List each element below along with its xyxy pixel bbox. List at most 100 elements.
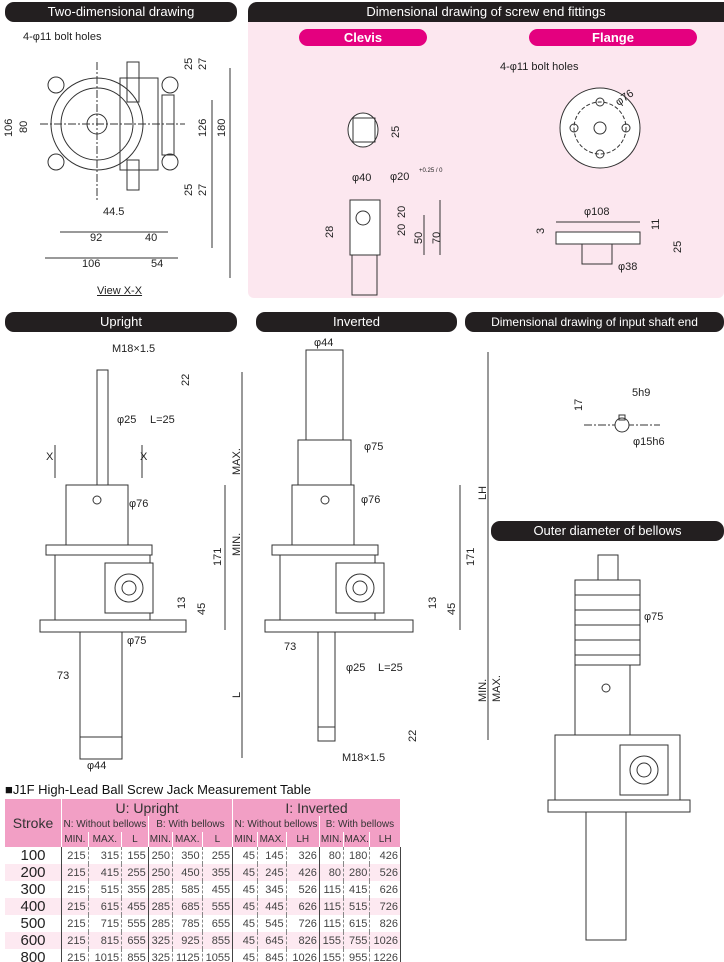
dim-label: 40 — [145, 232, 158, 244]
value-cell: 585 — [172, 881, 203, 898]
col-header: MAX. — [88, 832, 123, 847]
dim-label: MIN. — [231, 532, 243, 556]
stroke-cell: 600 — [5, 932, 62, 949]
col-header: MIN. — [148, 832, 173, 847]
value-cell: 515 — [343, 898, 371, 915]
value-cell: 215 — [61, 864, 89, 881]
dim-label: φ44 — [87, 760, 107, 772]
bellows-drawing — [547, 554, 691, 941]
value-cell: 455 — [202, 881, 234, 898]
value-cell: 1026 — [369, 932, 401, 949]
dim-label: 27 — [197, 57, 209, 70]
value-cell: 80 — [319, 864, 345, 881]
dim-label: 5h9 — [632, 387, 651, 399]
dim-label: 11 — [650, 218, 662, 230]
value-cell: 545 — [257, 915, 287, 932]
value-cell: 215 — [61, 932, 89, 949]
value-cell: 145 — [257, 847, 287, 864]
value-cell: 845 — [257, 949, 287, 962]
value-cell: 155 — [319, 949, 345, 962]
stroke-cell: 800 — [5, 949, 62, 962]
col-header: MIN. — [61, 832, 89, 847]
dim-label: 25 — [183, 57, 195, 70]
dim-label: 4-φ11 bolt holes — [23, 31, 102, 43]
value-cell: 180 — [343, 847, 371, 864]
dim-label: LH — [477, 485, 489, 500]
value-cell: 415 — [88, 864, 123, 881]
dim-label: φ75 — [364, 441, 384, 453]
dim-label: 171 — [465, 547, 477, 566]
dim-label: L=25 — [150, 414, 175, 426]
col-group: N: Without bellows — [232, 816, 320, 832]
value-cell: 215 — [61, 881, 89, 898]
dim-label: φ15h6 — [633, 436, 665, 448]
value-cell: 826 — [286, 932, 320, 949]
col-group: B: With bellows — [319, 816, 402, 832]
stroke-cell: 100 — [5, 847, 62, 864]
dim-label: φ76 — [361, 494, 381, 506]
dim-label: 73 — [284, 641, 297, 653]
value-cell: 255 — [121, 864, 149, 881]
dim-label: MAX. — [231, 448, 243, 475]
value-cell: 250 — [148, 847, 173, 864]
section-mark: X — [140, 451, 148, 463]
dim-label: L=25 — [378, 662, 403, 674]
value-cell: 450 — [172, 864, 203, 881]
col-group: B: With bellows — [148, 816, 234, 832]
value-cell: 1015 — [88, 949, 123, 962]
value-cell: 355 — [202, 864, 234, 881]
dim-label: 13 — [427, 596, 439, 609]
value-cell: 350 — [172, 847, 203, 864]
dim-label: φ20 — [390, 171, 410, 183]
value-cell: 1055 — [202, 949, 234, 962]
dim-label: M18×1.5 — [342, 752, 386, 764]
col-header: MAX. — [343, 832, 371, 847]
clevis-label: Clevis — [299, 29, 427, 46]
dim-label: 25 — [672, 240, 684, 253]
value-cell: 655 — [121, 932, 149, 949]
header-upright: Upright — [5, 312, 237, 332]
col-header: MAX. — [172, 832, 203, 847]
col-header: MIN. — [319, 832, 345, 847]
value-cell: 285 — [148, 881, 173, 898]
header-input-shaft: Dimensional drawing of input shaft end — [465, 312, 724, 332]
value-cell: 685 — [172, 898, 203, 915]
upright-drawing — [39, 369, 243, 760]
value-cell: 255 — [202, 847, 234, 864]
dim-label: 171 — [212, 547, 224, 566]
value-cell: 855 — [121, 949, 149, 962]
value-cell: 1026 — [286, 949, 320, 962]
value-cell: 555 — [202, 898, 234, 915]
value-cell: 955 — [343, 949, 371, 962]
value-cell: 326 — [286, 847, 320, 864]
value-cell: 345 — [257, 881, 287, 898]
value-cell: 315 — [88, 847, 123, 864]
table-title: ■J1F High-Lead Ball Screw Jack Measureme… — [5, 782, 312, 797]
value-cell: 325 — [148, 932, 173, 949]
dim-label: φ75 — [127, 635, 147, 647]
value-cell: 45 — [232, 864, 258, 881]
dim-label: φ75 — [644, 611, 664, 623]
dim-label: 22 — [180, 373, 192, 386]
value-cell: 726 — [286, 915, 320, 932]
value-cell: 45 — [232, 847, 258, 864]
value-cell: 155 — [319, 932, 345, 949]
value-cell: 245 — [257, 864, 287, 881]
col-upright: U: Upright — [61, 799, 234, 816]
dim-label: 80 — [18, 120, 30, 133]
dim-label: L — [231, 691, 243, 698]
value-cell: 215 — [61, 847, 89, 864]
stroke-cell: 500 — [5, 915, 62, 932]
col-header: L — [202, 832, 234, 847]
value-cell: 155 — [121, 847, 149, 864]
value-cell: 826 — [369, 915, 401, 932]
input-shaft-drawing — [584, 414, 660, 433]
inverted-drawing — [264, 349, 489, 742]
dim-label: 27 — [197, 183, 209, 196]
dim-label: φ108 — [584, 206, 610, 218]
dim-label: 50 — [413, 231, 425, 244]
